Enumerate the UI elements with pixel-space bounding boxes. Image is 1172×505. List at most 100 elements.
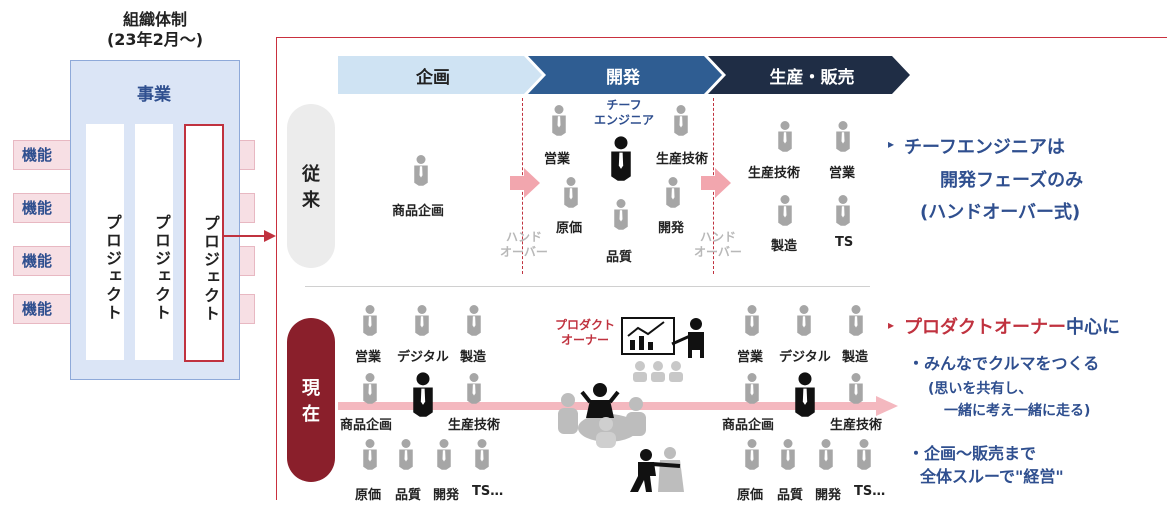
product-owner-label: プロダクト オーナー bbox=[546, 318, 624, 348]
person-icon bbox=[435, 438, 453, 470]
label-before: 従 来 bbox=[287, 104, 335, 268]
function-label: 機能 bbox=[22, 252, 53, 270]
row-divider bbox=[305, 286, 870, 287]
person-icon bbox=[743, 372, 761, 404]
project-label: プロジェクト bbox=[103, 214, 122, 322]
now-bullet1-sub1: (思いを共有し、 bbox=[928, 381, 1033, 397]
org-title: 組織体制 bbox=[122, 10, 187, 29]
project-column: プロジェクト bbox=[135, 124, 173, 360]
role-label: 商品企画 bbox=[340, 418, 393, 433]
role-label: 商品企画 bbox=[392, 204, 445, 219]
handover-label-line1: ハンド bbox=[699, 230, 736, 244]
person-icon bbox=[550, 104, 568, 136]
role-label: 原価 bbox=[355, 488, 382, 503]
role-label: 品質 bbox=[395, 488, 422, 503]
before-message-line2: 開発フェーズのみ bbox=[940, 170, 1084, 191]
now-headline: プロダクトオーナー中心に bbox=[904, 313, 1120, 339]
chief-engineer-line2: エンジニア bbox=[593, 113, 654, 127]
walking-together-icon bbox=[630, 447, 684, 492]
now-bullet1: ・みんなでクルマをつくる bbox=[908, 354, 1100, 373]
now-headline-blue: 中心に bbox=[1066, 317, 1120, 338]
person-icon bbox=[672, 104, 690, 136]
handover-label-line2: オーバー bbox=[500, 245, 548, 259]
handover-arrow-icon bbox=[701, 168, 731, 198]
role-label: 製造 bbox=[842, 350, 869, 365]
role-label: 営業 bbox=[829, 166, 856, 181]
project-column-highlight: プロジェクト bbox=[184, 124, 224, 362]
now-headline-red: プロダクトオーナー bbox=[904, 317, 1066, 338]
person-icon bbox=[397, 438, 415, 470]
handover-arrow-icon bbox=[510, 168, 540, 198]
person-icon bbox=[465, 304, 483, 336]
person-icon bbox=[361, 438, 379, 470]
person-icon bbox=[779, 438, 797, 470]
person-icon bbox=[795, 304, 813, 336]
role-label: 生産技術 bbox=[830, 418, 883, 433]
person-icon bbox=[847, 372, 865, 404]
business-label: 事業 bbox=[137, 85, 171, 105]
role-label: 製造 bbox=[771, 239, 798, 254]
person-icon bbox=[776, 194, 794, 226]
presentation-icon bbox=[621, 317, 704, 382]
person-icon bbox=[855, 438, 873, 470]
person-icon bbox=[412, 154, 430, 186]
now-bullet2-line2: 全体スルーで"経営" bbox=[920, 467, 1064, 486]
label-before-char1: 従 bbox=[302, 164, 320, 185]
person-icon bbox=[664, 176, 682, 208]
handover-label-line1: ハンド bbox=[505, 230, 542, 244]
role-label: 生産技術 bbox=[748, 166, 801, 181]
product-owner-line2: オーナー bbox=[560, 333, 609, 347]
function-label: 機能 bbox=[22, 146, 53, 164]
org-subtitle: (23年2月〜) bbox=[106, 30, 204, 49]
project-label: プロジェクト bbox=[201, 215, 220, 323]
arrow-right-icon bbox=[222, 230, 276, 242]
bullet-marker-icon: ▸ bbox=[888, 318, 895, 332]
role-label: 営業 bbox=[737, 350, 764, 365]
label-now: 現 在 bbox=[287, 318, 335, 482]
person-icon bbox=[413, 304, 431, 336]
person-icon bbox=[473, 438, 491, 470]
before-message-line3: (ハンドオーバー式) bbox=[920, 202, 1081, 223]
person-icon bbox=[847, 304, 865, 336]
role-label: 生産技術 bbox=[448, 418, 501, 433]
role-label: デジタル bbox=[779, 350, 831, 365]
chief-engineer-label: チーフ エンジニア bbox=[586, 98, 662, 128]
role-label: 開発 bbox=[433, 488, 460, 503]
role-label: デジタル bbox=[397, 350, 449, 365]
person-icon bbox=[834, 194, 852, 226]
role-label: TS bbox=[835, 235, 854, 250]
person-icon bbox=[834, 120, 852, 152]
label-now-char2: 在 bbox=[302, 404, 320, 425]
meeting-group-icon bbox=[558, 383, 646, 448]
role-label: 開発 bbox=[815, 488, 842, 503]
role-label: 営業 bbox=[544, 152, 571, 167]
product-owner-icon bbox=[792, 368, 818, 420]
before-message-line1: チーフエンジニアは bbox=[904, 137, 1065, 158]
project-column: プロジェクト bbox=[86, 124, 124, 360]
person-icon bbox=[361, 304, 379, 336]
product-owner-icon bbox=[410, 368, 436, 420]
phase-planning: 企画 bbox=[416, 67, 450, 88]
role-label: 商品企画 bbox=[722, 418, 775, 433]
function-label: 機能 bbox=[22, 199, 53, 217]
person-icon bbox=[612, 198, 630, 230]
function-label: 機能 bbox=[22, 300, 53, 318]
phase-production-sales: 生産・販売 bbox=[769, 67, 855, 88]
phase-development: 開発 bbox=[606, 67, 640, 88]
project-label: プロジェクト bbox=[152, 214, 171, 322]
handover-label: ハンド オーバー bbox=[688, 230, 748, 260]
role-label: 開発 bbox=[658, 221, 685, 236]
now-bullet2-line1: ・企画〜販売まで bbox=[908, 444, 1037, 463]
role-label: 品質 bbox=[606, 250, 633, 265]
handover-label-line2: オーバー bbox=[694, 245, 742, 259]
person-icon bbox=[562, 176, 580, 208]
person-icon bbox=[817, 438, 835, 470]
role-label: 製造 bbox=[460, 350, 487, 365]
bullet-marker-icon: ▸ bbox=[888, 137, 895, 151]
role-label: 原価 bbox=[556, 221, 583, 236]
now-bullet1-sub2: 一緒に考え一緒に走る) bbox=[944, 403, 1091, 419]
phase-chevrons bbox=[338, 56, 910, 94]
chief-engineer-line1: チーフ bbox=[606, 98, 642, 112]
role-label: 生産技術 bbox=[656, 152, 709, 167]
person-icon bbox=[465, 372, 483, 404]
